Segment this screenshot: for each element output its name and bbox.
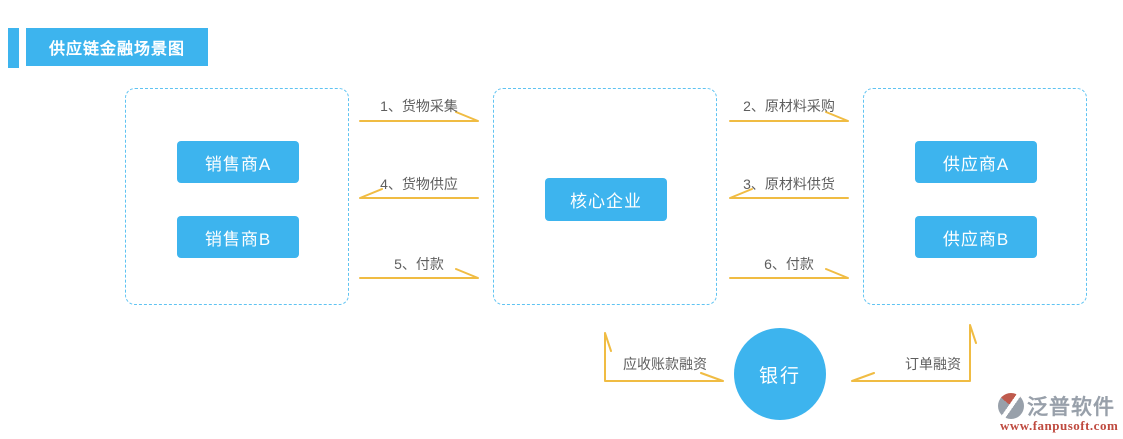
core-enterprise-group-box: 核心企业	[493, 88, 717, 305]
vendor-logo-name: 泛普软件	[1027, 396, 1115, 419]
page-title: 供应链金融场景图	[26, 28, 208, 66]
suppliers-group-box: 供应商A 供应商B	[863, 88, 1087, 305]
flow-label-receivable-financing: 应收账款融资	[623, 356, 707, 372]
node-supplier-b: 供应商B	[915, 216, 1037, 258]
flow-label-goods-supply: 4、货物供应	[380, 176, 458, 192]
node-core-enterprise: 核心企业	[545, 178, 667, 221]
flow-label-order-financing: 订单融资	[905, 356, 961, 372]
flow-label-raw-material-purchase: 2、原材料采购	[743, 98, 835, 114]
sellers-group-box: 销售商A 销售商B	[125, 88, 349, 305]
node-bank: 银行	[734, 328, 826, 420]
flow-label-payment-6: 6、付款	[764, 256, 814, 272]
node-supplier-a: 供应商A	[915, 141, 1037, 183]
vendor-logo: 泛普软件 www.fanpusoft.com	[998, 391, 1119, 433]
title-accent-bar	[8, 28, 19, 68]
fanpu-logo-icon	[998, 393, 1024, 419]
node-seller-a: 销售商A	[177, 141, 299, 183]
flow-label-goods-collection: 1、货物采集	[380, 98, 458, 114]
node-seller-b: 销售商B	[177, 216, 299, 258]
flow-label-payment-5: 5、付款	[394, 256, 444, 272]
vendor-logo-url: www.fanpusoft.com	[1000, 418, 1119, 433]
flow-label-raw-material-supply: 3、原材料供货	[743, 176, 835, 192]
